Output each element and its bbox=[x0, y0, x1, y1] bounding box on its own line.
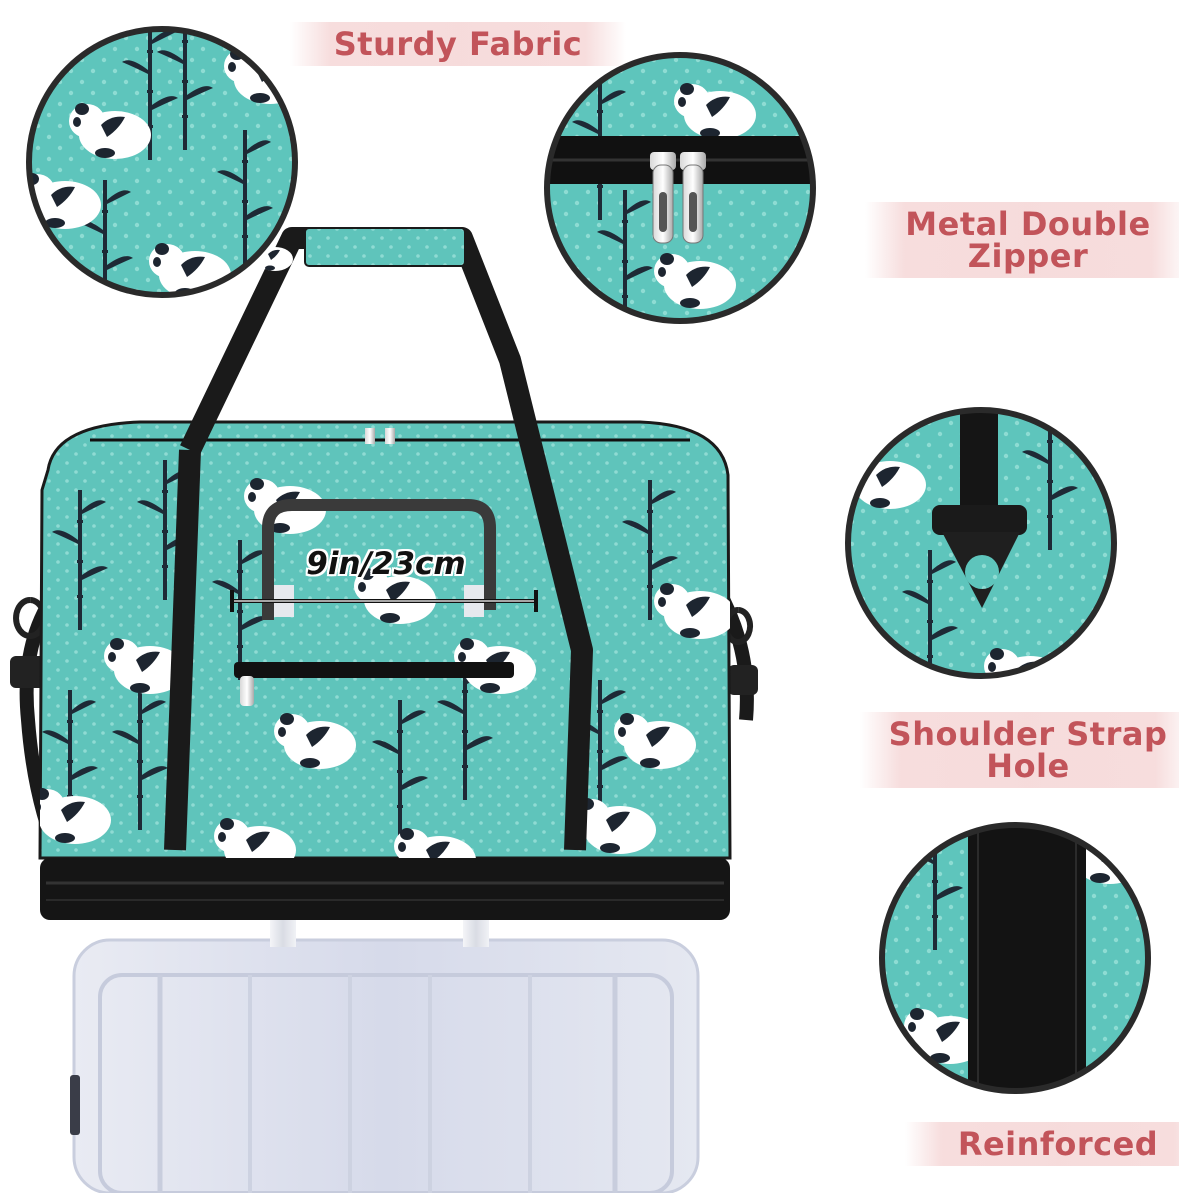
callout-sturdy-fabric-text: Sturdy Fabric bbox=[333, 25, 583, 63]
detail-circle-reinforced bbox=[879, 822, 1151, 1094]
callout-zipper-line1: Metal Double bbox=[905, 205, 1151, 243]
callout-strap-hole-line1: Shoulder Strap bbox=[888, 715, 1168, 753]
callout-reinforced-text: Reinforced bbox=[957, 1125, 1159, 1163]
detail-circle-fabric bbox=[26, 26, 298, 298]
callout-zipper-line2: Zipper bbox=[967, 237, 1089, 275]
callout-sturdy-fabric: Sturdy Fabric bbox=[290, 22, 626, 66]
callout-shoulder-strap-hole: Shoulder Strap Hole bbox=[860, 712, 1179, 788]
dimension-bracket bbox=[230, 590, 538, 612]
callout-strap-hole-line2: Hole bbox=[986, 747, 1070, 785]
callout-metal-double-zipper: Metal Double Zipper bbox=[865, 202, 1179, 278]
suitcase bbox=[70, 938, 700, 1193]
detail-circle-zipper bbox=[544, 52, 816, 324]
detail-circle-strap-hole bbox=[845, 407, 1117, 679]
dimension-label: 9in/23cm bbox=[306, 546, 466, 582]
callout-reinforced: Reinforced bbox=[905, 1122, 1179, 1166]
duffel-bag bbox=[10, 227, 758, 920]
